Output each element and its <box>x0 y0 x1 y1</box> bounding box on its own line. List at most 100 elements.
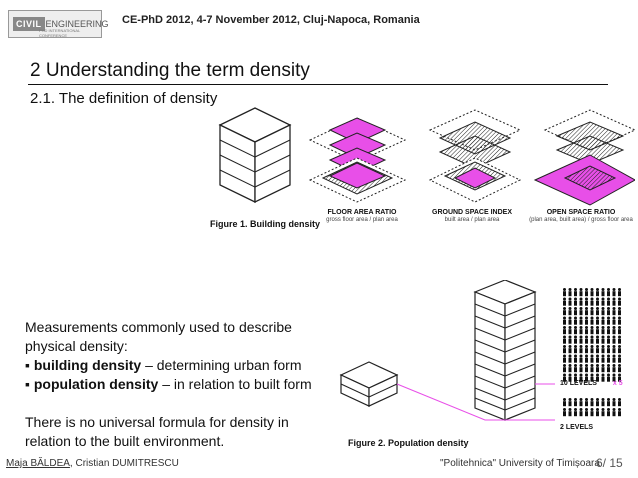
person-body <box>612 348 616 354</box>
ground-space-index-formula: built area / plan area <box>444 216 500 223</box>
person-body <box>590 357 594 363</box>
person-body <box>574 291 577 297</box>
person-icon <box>574 288 577 291</box>
person-icon <box>601 316 605 320</box>
person-icon <box>590 398 594 401</box>
person-icon <box>574 316 577 320</box>
person-body <box>618 300 621 306</box>
person-body <box>612 291 616 297</box>
person-body <box>601 401 605 407</box>
person-body <box>585 357 588 363</box>
bullet2-term: population density <box>33 376 159 392</box>
person-icon <box>579 373 583 377</box>
person-body <box>618 338 621 344</box>
person-body <box>579 319 583 325</box>
person-icon <box>579 297 583 301</box>
person-icon <box>579 307 583 310</box>
person-body <box>601 338 605 344</box>
person-icon <box>590 326 594 329</box>
person-icon <box>574 373 577 377</box>
person-body <box>568 348 572 354</box>
person-body <box>618 367 621 373</box>
person-icon <box>574 345 577 348</box>
person-body <box>618 376 621 382</box>
person-icon <box>585 345 588 348</box>
person-body <box>585 319 588 325</box>
person-body <box>607 401 610 407</box>
person-body <box>601 329 605 335</box>
person-icon <box>612 364 616 367</box>
person-icon <box>563 307 566 310</box>
person-body <box>596 338 599 344</box>
person-body <box>568 319 572 325</box>
person-icon <box>612 316 616 320</box>
person-body <box>579 329 583 335</box>
person-icon <box>590 335 594 339</box>
person-icon <box>579 288 583 291</box>
person-icon <box>601 326 605 329</box>
person-icon <box>596 297 599 301</box>
author-2: , Cristian DUMITRESCU <box>69 458 179 469</box>
person-body <box>607 310 610 316</box>
person-body <box>574 357 577 363</box>
person-icon <box>607 345 610 348</box>
person-icon <box>574 354 577 358</box>
person-body <box>568 367 572 373</box>
person-body <box>585 376 588 382</box>
person-icon <box>601 354 605 358</box>
person-body <box>607 348 610 354</box>
person-icon <box>579 335 583 339</box>
person-icon <box>596 326 599 329</box>
person-icon <box>618 335 621 339</box>
levels-tall-label: 10 LEVELS x 5 <box>560 380 623 387</box>
person-icon <box>563 373 566 377</box>
person-icon <box>568 307 572 310</box>
person-body <box>612 411 616 417</box>
person-body <box>596 411 599 417</box>
person-icon <box>579 316 583 320</box>
person-body <box>579 411 583 417</box>
intro-line-2: physical density: <box>25 338 128 354</box>
person-icon <box>607 316 610 320</box>
person-body <box>585 338 588 344</box>
person-body <box>590 338 594 344</box>
open-space-ratio-title: OPEN SPACE RATIO <box>546 209 616 216</box>
person-icon <box>612 288 616 291</box>
person-icon <box>596 373 599 377</box>
person-icon <box>585 297 588 301</box>
person-icon <box>601 307 605 310</box>
person-body <box>618 329 621 335</box>
person-icon <box>585 335 588 339</box>
person-icon <box>596 316 599 320</box>
person-icon <box>590 354 594 358</box>
person-body <box>601 291 605 297</box>
floor-area-ratio-icon <box>308 117 407 203</box>
person-icon <box>596 354 599 358</box>
person-body <box>601 357 605 363</box>
building-density-figure <box>218 107 635 206</box>
person-body <box>618 291 621 297</box>
person-icon <box>568 297 572 301</box>
person-icon <box>607 373 610 377</box>
person-icon <box>579 398 583 401</box>
person-icon <box>568 354 572 358</box>
person-icon <box>568 288 572 291</box>
person-body <box>574 411 577 417</box>
person-icon <box>618 408 621 411</box>
person-icon <box>618 345 621 348</box>
person-icon <box>568 373 572 377</box>
levels-short-label: 2 LEVELS <box>560 424 594 431</box>
person-icon <box>563 335 566 339</box>
person-icon <box>590 288 594 291</box>
person-icon <box>607 335 610 339</box>
person-icon <box>612 354 616 358</box>
person-body <box>612 401 616 407</box>
person-body <box>563 348 566 354</box>
person-body <box>579 401 583 407</box>
person-body <box>590 319 594 325</box>
person-icon <box>612 326 616 329</box>
person-icon <box>563 297 566 301</box>
person-body <box>618 401 621 407</box>
person-icon <box>585 364 588 367</box>
person-body <box>601 310 605 316</box>
